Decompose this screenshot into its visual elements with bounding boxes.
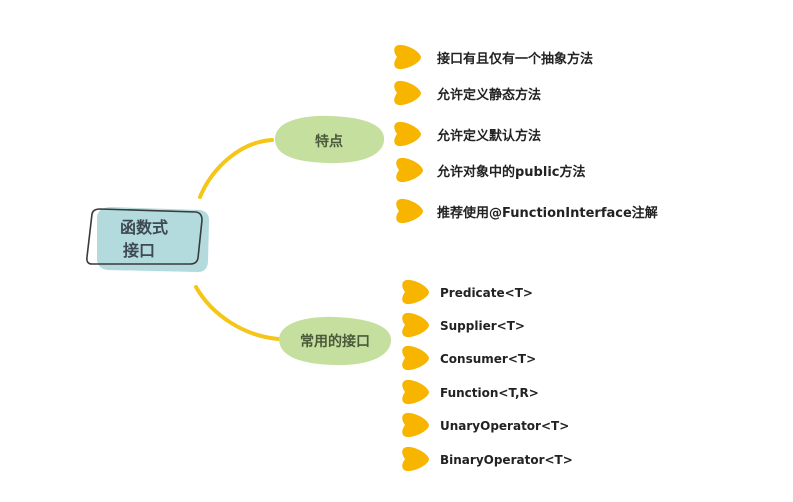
leaf-label: 接口有且仅有一个抽象方法 [437, 51, 593, 67]
leaf-label: BinaryOperator<T> [440, 453, 573, 467]
leaf-marker-icon [402, 446, 429, 472]
leaf-item[interactable]: 允许定义静态方法 [394, 80, 541, 106]
leaf-label: 允许定义默认方法 [436, 128, 541, 144]
connector-root-to-branch-2 [194, 285, 280, 341]
leaf-marker-icon [402, 412, 429, 438]
leaf-item[interactable]: Predicate<T> [402, 279, 533, 305]
leaf-label: Consumer<T> [440, 352, 536, 366]
leaf-label: Function<T,R> [440, 386, 539, 400]
leaf-marker-icon [394, 80, 421, 106]
leaf-marker-icon [402, 279, 429, 305]
leaf-label: Supplier<T> [440, 319, 525, 333]
leaf-item[interactable]: 接口有且仅有一个抽象方法 [394, 44, 593, 70]
leaf-item[interactable]: UnaryOperator<T> [402, 412, 569, 438]
branch-node-common-interfaces-shape [279, 316, 392, 366]
leaf-item[interactable]: 允许对象中的public方法 [396, 157, 586, 183]
root-label-line-2: 接口 [123, 241, 155, 260]
leaf-item[interactable]: Supplier<T> [402, 312, 525, 338]
branch-label-common-interfaces: 常用的接口 [300, 333, 370, 350]
leaf-label: Predicate<T> [440, 286, 533, 300]
root-node-outline [86, 208, 203, 265]
leaf-marker-icon [402, 379, 429, 405]
root-node[interactable]: 函数式 接口 [86, 207, 210, 272]
branch-node-common-interfaces[interactable]: 常用的接口 [279, 316, 392, 366]
leaf-item[interactable]: 允许定义默认方法 [394, 121, 541, 147]
root-node-fill [97, 207, 210, 272]
leaf-marker-icon [396, 157, 423, 183]
leaf-marker-icon [396, 198, 423, 224]
branch-node-features[interactable]: 特点 [274, 115, 385, 164]
leaf-item[interactable]: 推荐使用@FunctionInterface注解 [396, 198, 658, 224]
leaf-label: UnaryOperator<T> [440, 419, 569, 433]
branch-node-features-shape [274, 115, 385, 164]
connector-root-to-branch-1 [198, 138, 274, 199]
leaf-item[interactable]: Function<T,R> [402, 379, 539, 405]
leaf-item[interactable]: BinaryOperator<T> [402, 446, 573, 472]
leaf-item[interactable]: Consumer<T> [402, 345, 536, 371]
leaf-marker-icon [394, 121, 421, 147]
leaf-label: 允许对象中的public方法 [436, 164, 586, 180]
leaf-marker-icon [402, 345, 429, 371]
leaf-marker-icon [394, 44, 421, 70]
leaf-label: 允许定义静态方法 [436, 87, 541, 103]
leaf-marker-icon [402, 312, 429, 338]
root-label-line-1: 函数式 [120, 218, 168, 237]
leaf-label: 推荐使用@FunctionInterface注解 [437, 205, 658, 221]
branch-label-features: 特点 [315, 133, 343, 150]
